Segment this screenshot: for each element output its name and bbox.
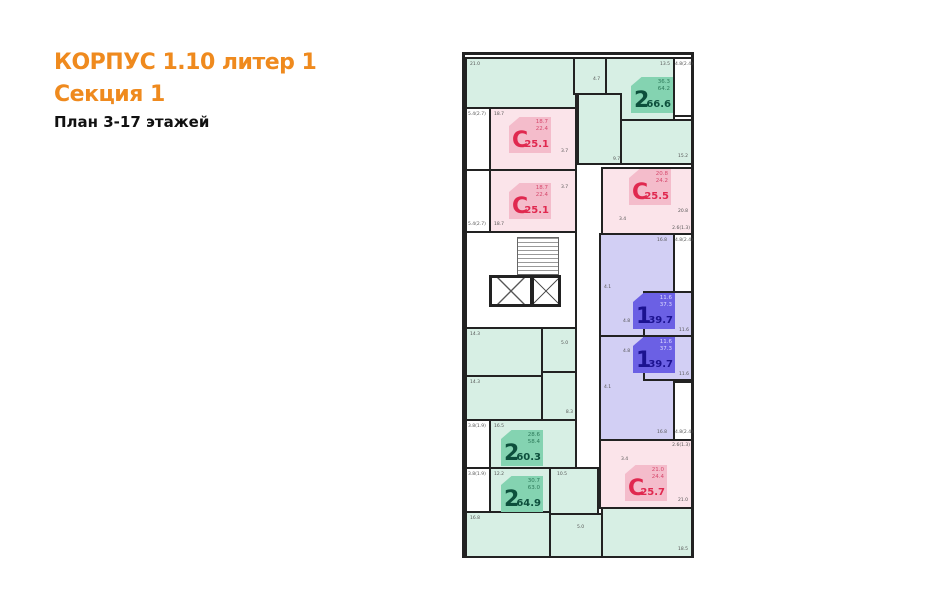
section-title: Секция 1 xyxy=(54,82,165,107)
room-area: 11.6 xyxy=(678,372,689,377)
room-area: 16.5 xyxy=(494,424,505,429)
room-area: 5.4(2.7) xyxy=(468,112,486,117)
bathroom[interactable]: 4.7 xyxy=(573,57,607,95)
room-area: 13.5 xyxy=(659,62,670,67)
hallway[interactable]: 10.5 xyxy=(549,467,599,515)
room-area: 4.8(2.4) xyxy=(675,62,693,67)
elevator xyxy=(489,275,533,307)
room-area: 5.0 xyxy=(561,341,569,346)
room-area: 18.7 xyxy=(494,222,505,227)
room-area: 4.1 xyxy=(604,385,612,390)
room-area: 12.2 xyxy=(494,472,505,477)
room-area: 4.8 xyxy=(623,319,631,324)
bathroom[interactable]: 5.0 xyxy=(541,327,577,373)
room-area: 16.8 xyxy=(470,516,481,521)
room-area: 15.2 xyxy=(677,154,688,159)
room-area: 18.5 xyxy=(677,547,688,552)
room-area: 3.7 xyxy=(561,185,569,190)
room-area: 2.6(1.3) xyxy=(672,443,690,448)
elevator xyxy=(531,275,561,307)
hallway[interactable]: 9.7 xyxy=(577,93,622,165)
room-area: 16.8 xyxy=(656,430,667,435)
room-area: 3.8(1.9) xyxy=(468,472,486,477)
room-area: 4.1 xyxy=(604,285,612,290)
room-area: 4.8 xyxy=(623,349,631,354)
room[interactable]: 18.5 xyxy=(601,507,693,558)
room[interactable]: 14.3 xyxy=(465,375,543,421)
room-area: 3.8(1.9) xyxy=(468,424,486,429)
room-area: 3.7 xyxy=(561,149,569,154)
balcony[interactable]: 4.8(2.4) xyxy=(673,233,693,293)
hallway[interactable]: 8.3 xyxy=(541,371,577,421)
room-area: 5.0 xyxy=(577,525,585,530)
room-area: 3.4 xyxy=(619,217,627,222)
room-area: 14.3 xyxy=(470,332,481,337)
room[interactable]: 16.8 xyxy=(465,511,551,558)
room-area: 16.8 xyxy=(656,238,667,243)
room-area: 21.0 xyxy=(470,62,481,67)
room-area: 5.4(2.7) xyxy=(468,222,486,227)
room-area: 10.5 xyxy=(557,472,568,477)
bathroom[interactable]: 5.0 xyxy=(549,513,603,558)
room-area: 20.8 xyxy=(677,209,688,214)
room-area: 4.8(2.4) xyxy=(675,238,693,243)
stairwell xyxy=(465,231,577,329)
room-area: 4.7 xyxy=(593,77,601,82)
room-area: 3.4 xyxy=(621,457,629,462)
building-title: КОРПУС 1.10 литер 1 xyxy=(54,50,317,75)
room-area: 4.8(2.4) xyxy=(675,430,693,435)
room[interactable]: 14.3 xyxy=(465,327,543,377)
balcony[interactable]: 5.4(2.7) xyxy=(465,107,491,171)
room-area: 8.3 xyxy=(565,410,573,415)
balcony[interactable]: 4.8(2.4) xyxy=(673,57,693,117)
room-area: 21.0 xyxy=(677,498,688,503)
balcony[interactable]: 5.4(2.7) xyxy=(465,169,491,233)
room-area: 14.3 xyxy=(470,380,481,385)
room[interactable]: 21.0 xyxy=(465,57,577,109)
room-area: 11.6 xyxy=(678,328,689,333)
floor-plan-subtitle: План 3-17 этажей xyxy=(54,113,210,131)
room-area: 2.6(1.3) xyxy=(672,226,690,231)
balcony[interactable]: 4.8(2.4) xyxy=(673,381,693,441)
balcony[interactable]: 3.8(1.9) xyxy=(465,419,491,469)
room-area: 18.7 xyxy=(494,112,505,117)
stairs xyxy=(517,237,559,275)
balcony[interactable]: 3.8(1.9) xyxy=(465,467,491,513)
room[interactable]: 15.2 xyxy=(620,119,693,165)
room-area: 9.7 xyxy=(613,157,621,162)
